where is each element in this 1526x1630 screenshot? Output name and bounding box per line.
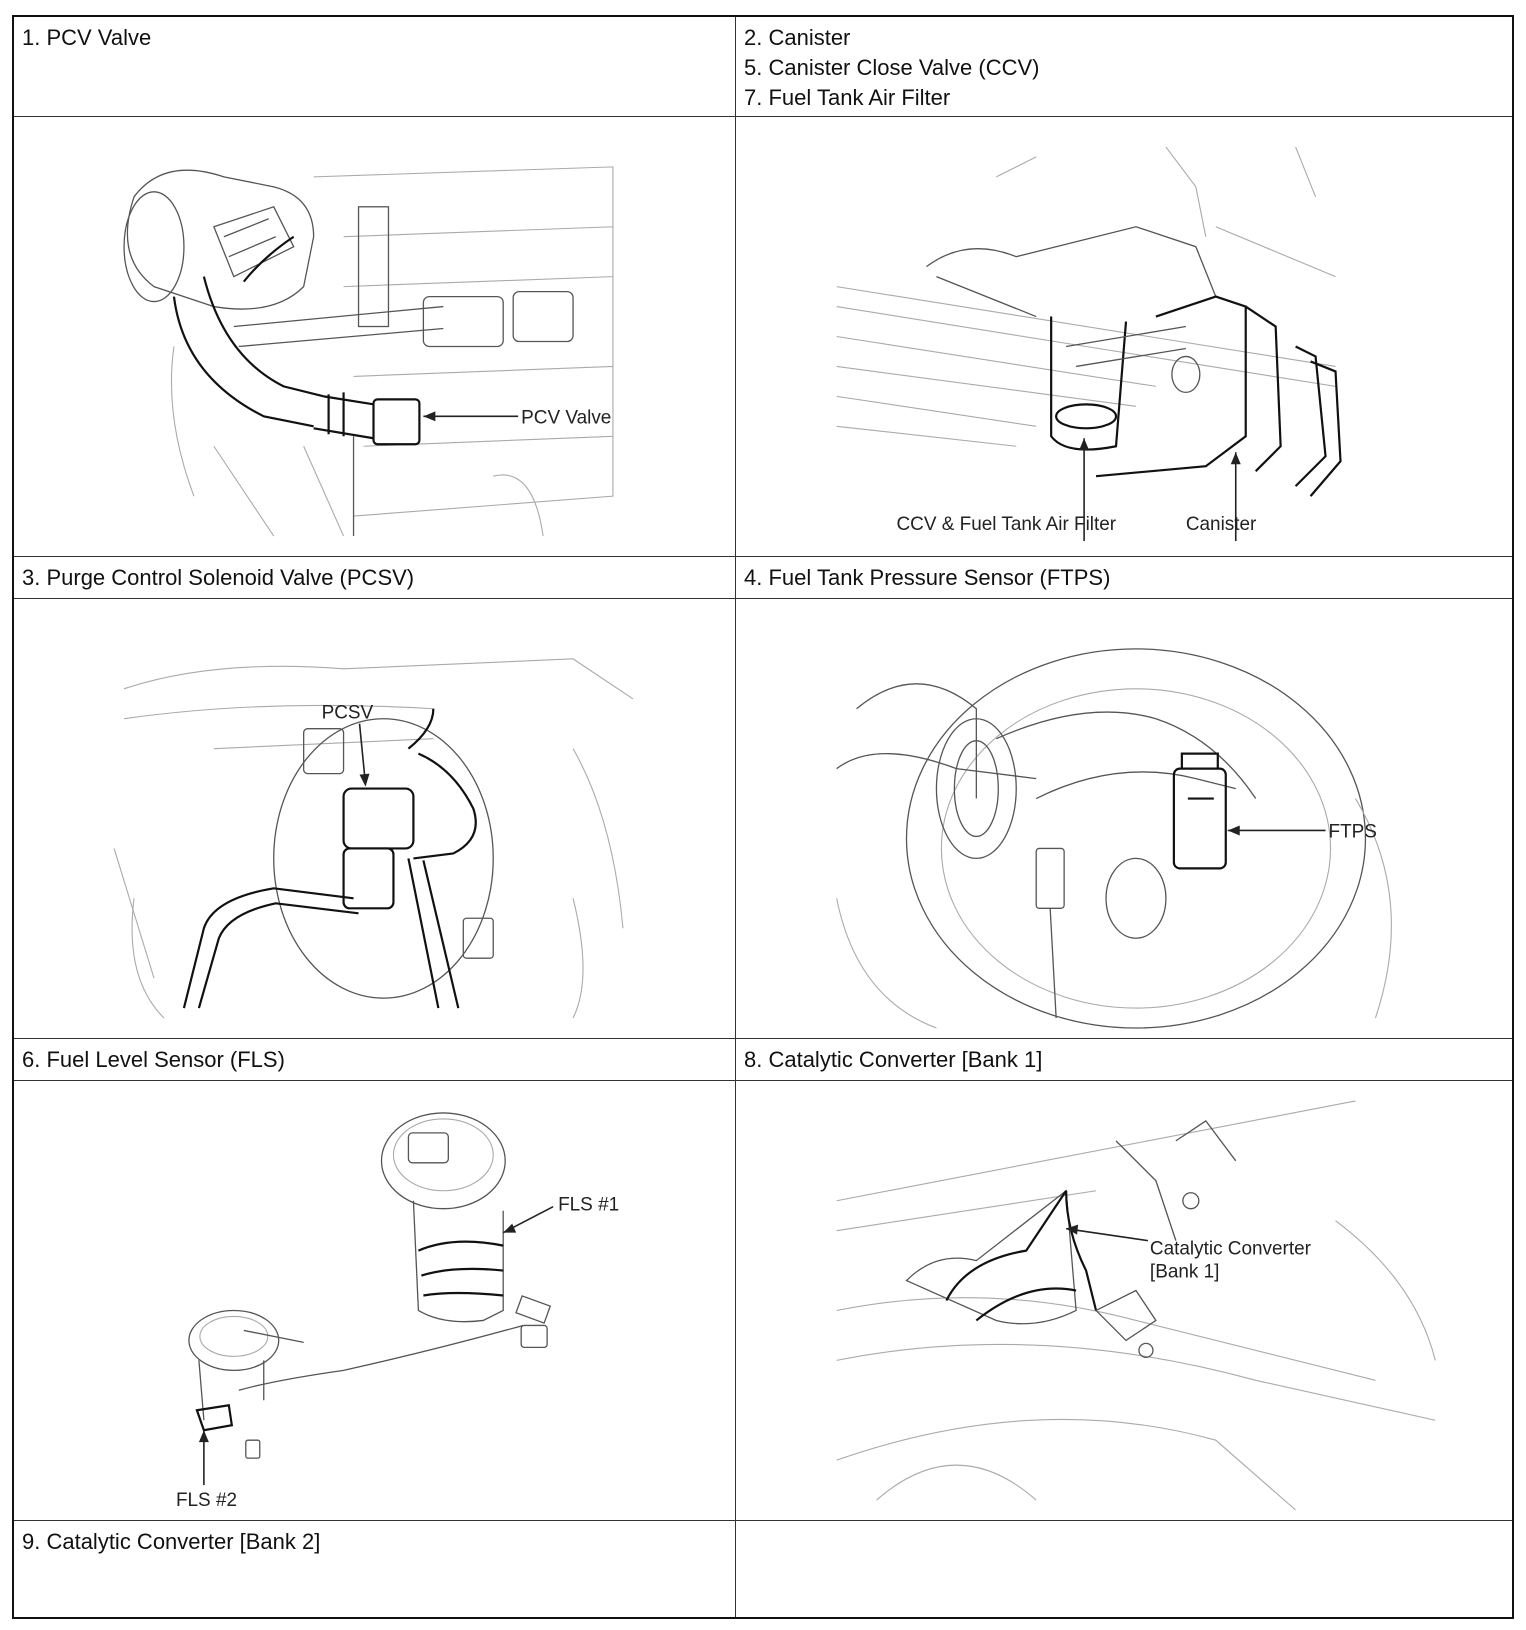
figure-label-canister: Canister xyxy=(1186,514,1257,535)
header-line: 2. Canister xyxy=(744,25,851,50)
figure-pcv-valve: PCV Valve xyxy=(14,117,736,557)
figure-label-bank-1: [Bank 1] xyxy=(1150,1262,1219,1283)
figure-fls: FLS #1 FLS #2 xyxy=(14,1081,736,1521)
header-cell-catalytic-bank-2: 9. Catalytic Converter [Bank 2] xyxy=(14,1521,736,1617)
header-line: 6. Fuel Level Sensor (FLS) xyxy=(22,1047,285,1072)
header-line: 8. Catalytic Converter [Bank 1] xyxy=(744,1047,1043,1072)
figure-label-ftps: FTPS xyxy=(1329,821,1377,842)
header-line: 7. Fuel Tank Air Filter xyxy=(744,85,951,110)
figure-ftps: FTPS xyxy=(736,599,1512,1039)
figure-label-pcsv: PCSV xyxy=(322,703,374,724)
header-line: 4. Fuel Tank Pressure Sensor (FTPS) xyxy=(744,565,1111,590)
header-cell-pcv-valve: 1. PCV Valve xyxy=(14,17,736,117)
header-cell-fls: 6. Fuel Level Sensor (FLS) xyxy=(14,1039,736,1081)
figure-label-fls-1: FLS #1 xyxy=(558,1195,619,1216)
canister-illustration: CCV & Fuel Tank Air Filter Canister xyxy=(836,146,1342,542)
ftps-illustration: FTPS xyxy=(836,648,1392,1029)
header-cell-catalytic-bank-1: 8. Catalytic Converter [Bank 1] xyxy=(736,1039,1512,1081)
component-location-table: 1. PCV Valve 2. Canister 5. Canister Clo… xyxy=(12,15,1514,1619)
header-cell-canister: 2. Canister 5. Canister Close Valve (CCV… xyxy=(736,17,1512,117)
header-line: 1. PCV Valve xyxy=(22,25,152,50)
header-line: 3. Purge Control Solenoid Valve (PCSV) xyxy=(22,565,415,590)
figure-canister: CCV & Fuel Tank Air Filter Canister xyxy=(736,117,1512,557)
header-cell-pcsv: 3. Purge Control Solenoid Valve (PCSV) xyxy=(14,557,736,599)
header-cell-empty xyxy=(736,1521,1512,1617)
header-cell-ftps: 4. Fuel Tank Pressure Sensor (FTPS) xyxy=(736,557,1512,599)
figure-label-catalytic-converter: Catalytic Converter xyxy=(1150,1239,1311,1260)
figure-label-fls-2: FLS #2 xyxy=(176,1490,237,1511)
figure-label-pcv-valve: PCV Valve xyxy=(521,407,611,428)
figure-label-ccv-air-filter: CCV & Fuel Tank Air Filter xyxy=(897,514,1117,535)
fls-illustration: FLS #1 FLS #2 xyxy=(176,1112,619,1511)
pcsv-illustration: PCSV xyxy=(113,658,634,1019)
header-line: 5. Canister Close Valve (CCV) xyxy=(744,55,1040,80)
pcv-valve-illustration: PCV Valve xyxy=(123,166,614,537)
header-line: 9. Catalytic Converter [Bank 2] xyxy=(22,1529,321,1554)
figure-pcsv: PCSV xyxy=(14,599,736,1039)
figure-catalytic-bank-1: Catalytic Converter [Bank 1] xyxy=(736,1081,1512,1521)
catalytic-bank-1-illustration: Catalytic Converter [Bank 1] xyxy=(836,1100,1436,1511)
